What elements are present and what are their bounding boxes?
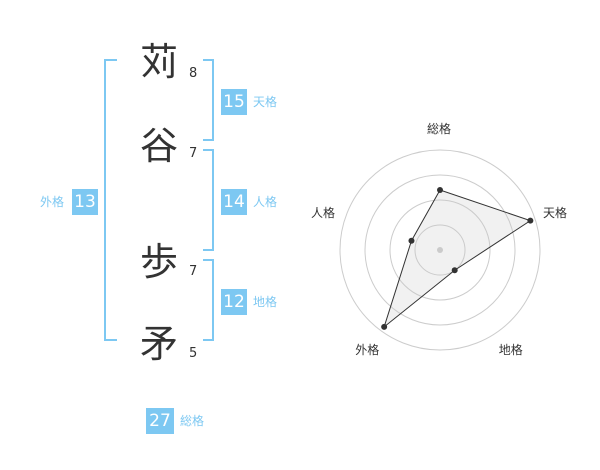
radar-point-2 bbox=[451, 267, 458, 274]
radar-center bbox=[437, 247, 443, 253]
gaikaku-bracket bbox=[104, 59, 117, 341]
stroke-count-1: 8 bbox=[189, 66, 198, 81]
jinkaku-label: 人格 bbox=[253, 195, 278, 209]
radar-axis-label-0: 総格 bbox=[427, 122, 452, 136]
tenkaku-label: 天格 bbox=[253, 95, 278, 109]
radar-ring-3 bbox=[364, 174, 516, 326]
chikaku-value: 12 bbox=[221, 289, 247, 315]
radar-axis-label-3: 外格 bbox=[355, 342, 380, 357]
radar-point-1 bbox=[527, 217, 534, 224]
soukaku-value: 27 bbox=[146, 408, 174, 434]
radar-axis-label-4: 人格 bbox=[310, 206, 335, 221]
radar-polygon bbox=[383, 189, 532, 329]
name-char-2: 谷 bbox=[139, 124, 178, 168]
jinkaku-bracket bbox=[203, 149, 214, 251]
radar-point-0 bbox=[437, 187, 443, 193]
radar-axis-label-1: 天格 bbox=[543, 206, 568, 221]
name-char-4: 矛 bbox=[139, 322, 178, 366]
tenkaku-bracket bbox=[203, 59, 214, 141]
stroke-count-3: 7 bbox=[189, 264, 198, 279]
gaikaku-value: 13 bbox=[72, 189, 98, 215]
radar-ring-4 bbox=[339, 149, 541, 351]
radar-ring-1 bbox=[414, 224, 466, 276]
radar-ring-2 bbox=[389, 199, 491, 301]
radar-point-4 bbox=[408, 237, 415, 244]
tenkaku-value: 15 bbox=[221, 89, 247, 115]
name-char-3: 歩 bbox=[139, 240, 178, 284]
gaikaku-label: 外格 bbox=[40, 195, 65, 209]
radar-point-3 bbox=[381, 323, 388, 330]
stroke-count-4: 5 bbox=[189, 346, 198, 361]
soukaku-label: 総格 bbox=[180, 414, 205, 428]
chikaku-bracket bbox=[203, 259, 214, 341]
name-char-1: 苅 bbox=[139, 40, 178, 84]
radar-axis-label-2: 地格 bbox=[498, 342, 523, 357]
chikaku-label: 地格 bbox=[253, 295, 278, 309]
jinkaku-value: 14 bbox=[221, 189, 247, 215]
stroke-count-2: 7 bbox=[189, 146, 198, 161]
